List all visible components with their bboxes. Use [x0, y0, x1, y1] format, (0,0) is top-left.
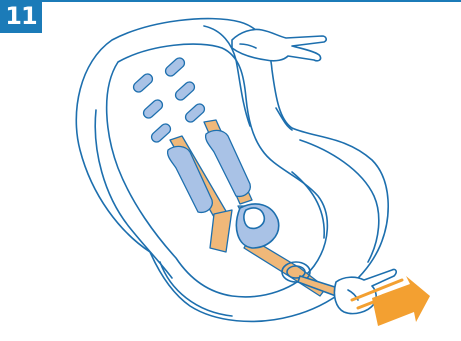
- seat-base-edge: [292, 172, 324, 238]
- buckle-icon: [244, 208, 264, 228]
- headrest-slots: [131, 56, 206, 144]
- seat-base: [300, 140, 379, 262]
- seat-lower-rim: [160, 262, 232, 316]
